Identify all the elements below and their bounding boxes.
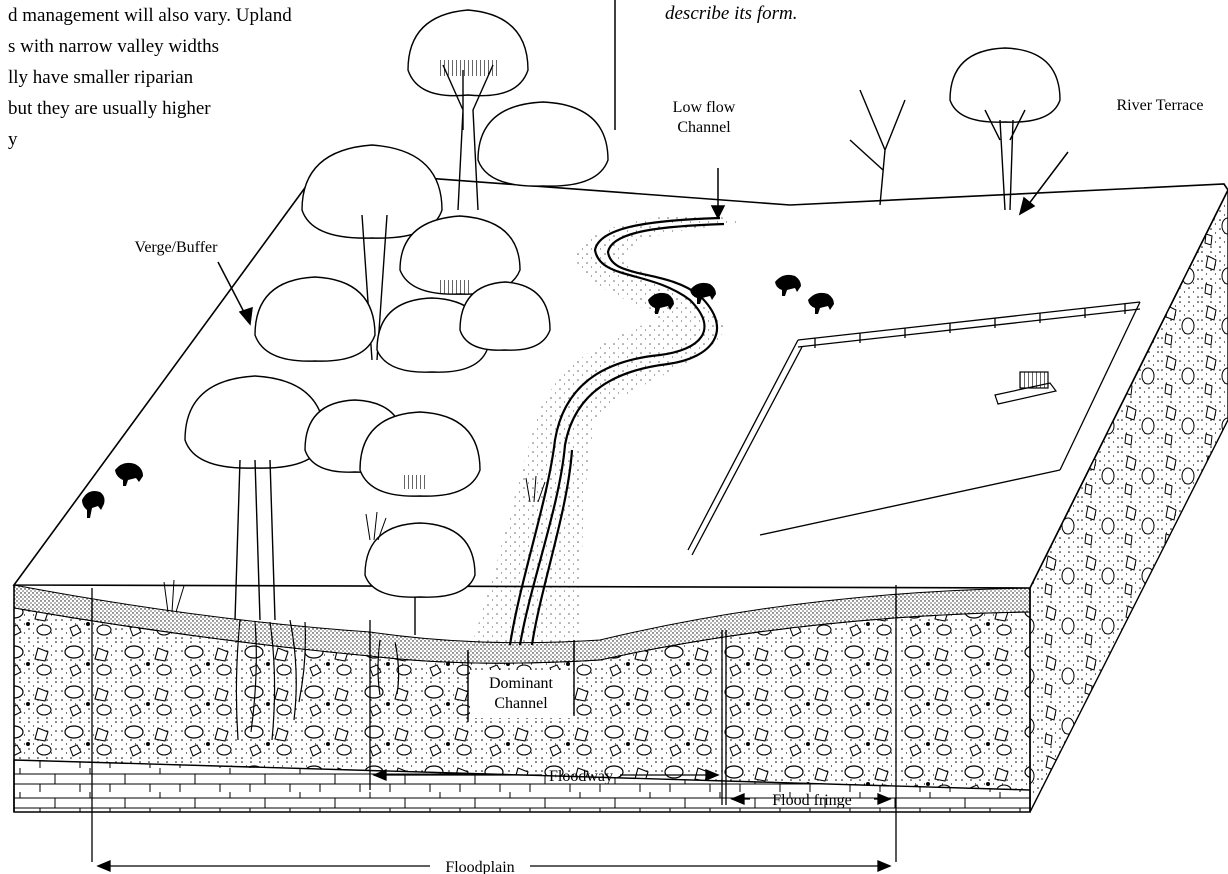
- terrace-trees: [850, 48, 1060, 210]
- floodplain-label: Floodplain: [445, 859, 514, 874]
- dominant-channel-label-line1: Dominant: [489, 675, 554, 692]
- low-flow-label-line1: Low flow: [673, 99, 736, 116]
- floodway-label: Floodway: [549, 768, 613, 785]
- dominant-channel-label-line2: Channel: [494, 695, 548, 712]
- river-terrace-label: River Terrace: [1117, 97, 1204, 114]
- verge-buffer-label: Verge/Buffer: [135, 239, 219, 256]
- flood-fringe-label: Flood fringe: [772, 792, 852, 809]
- low-flow-label-line2: Channel: [677, 119, 731, 136]
